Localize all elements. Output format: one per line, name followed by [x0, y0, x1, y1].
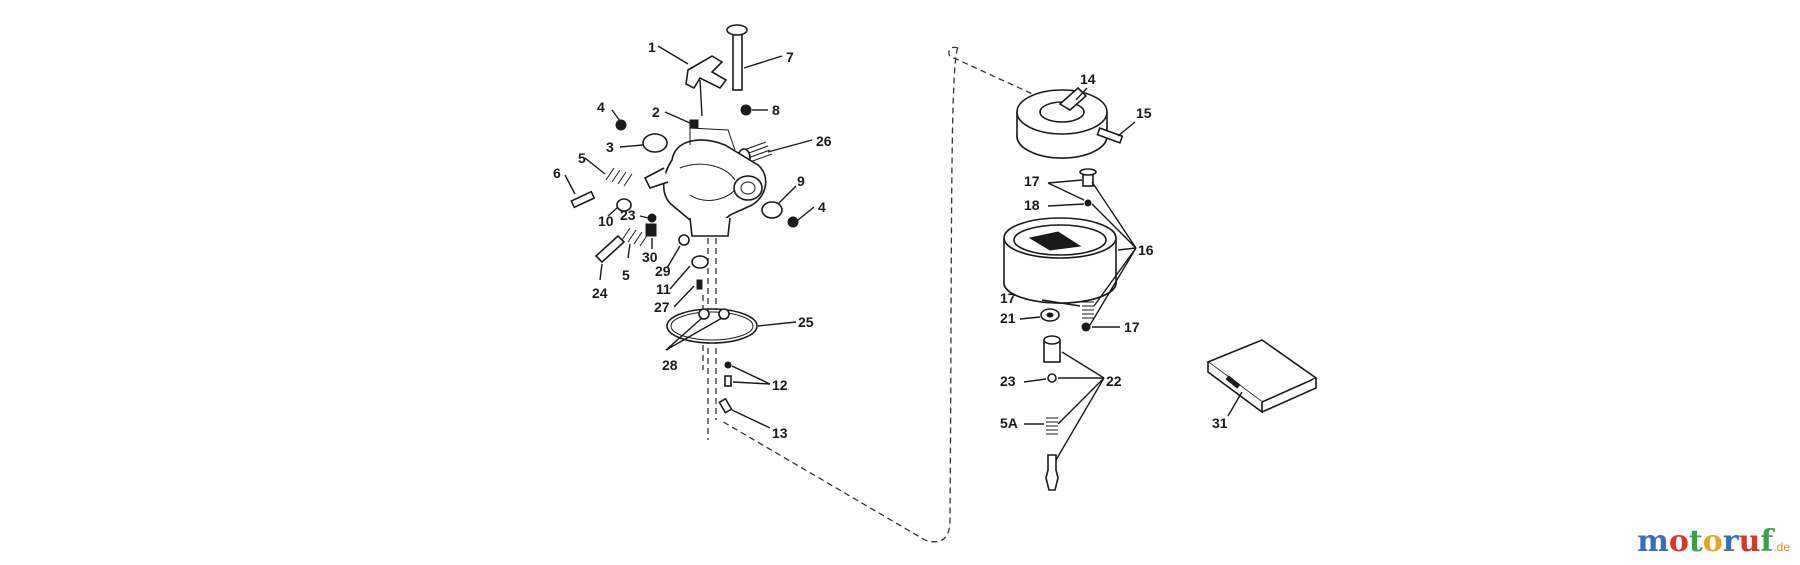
label-5-upper: 5 [578, 150, 586, 166]
brand-letter: f [1760, 524, 1774, 559]
label-24: 24 [592, 285, 608, 301]
part-pin-27 [696, 279, 703, 290]
label-22: 22 [1106, 373, 1122, 389]
label-21: 21 [1000, 310, 1016, 326]
labels-right: 14 15 17 18 16 21 17 17 23 22 5A [1000, 71, 1154, 431]
carburetor-body-assembly [570, 24, 799, 440]
label-13: 13 [772, 425, 788, 441]
part-needle-6 [570, 190, 596, 209]
part-bowl-gasket-25 [666, 308, 758, 344]
label-25: 25 [798, 314, 814, 330]
part-spring-17 [1082, 301, 1094, 319]
part-12-b [724, 375, 732, 387]
brand-letter: o [1702, 524, 1723, 559]
part-spring-5a [1046, 417, 1058, 435]
label-5a: 5A [1000, 415, 1018, 431]
label-17-mid: 17 [1000, 290, 1016, 306]
labels-left: 1 2 3 4 5 6 7 8 26 9 4 10 23 30 5 24 29 … [553, 39, 832, 441]
part-28-a [698, 308, 710, 320]
label-4-lower: 4 [818, 199, 826, 215]
part-spring-26 [743, 141, 773, 163]
brand-letter: r [1722, 524, 1739, 559]
label-31: 31 [1212, 415, 1228, 431]
brand-logo: motoruf.de [1637, 527, 1790, 557]
label-12: 12 [772, 377, 788, 393]
label-30: 30 [642, 249, 658, 265]
part-washer-10 [616, 198, 632, 212]
label-23-left: 23 [620, 207, 636, 223]
part-spring-2 [689, 119, 699, 129]
label-1: 1 [648, 39, 656, 55]
part-throttle-lever [685, 55, 728, 90]
leader-lines-left [564, 45, 815, 429]
brand-letter: m [1637, 524, 1669, 559]
label-14: 14 [1080, 71, 1096, 87]
brand-tld: .de [1773, 540, 1790, 554]
label-2: 2 [652, 104, 660, 120]
part-disc-9 [761, 201, 783, 219]
label-29: 29 [655, 263, 671, 279]
brand-letter: u [1738, 524, 1761, 559]
label-9: 9 [797, 173, 805, 189]
label-18: 18 [1024, 197, 1040, 213]
label-17-top: 17 [1024, 173, 1040, 189]
dashed-connector-line [719, 46, 1051, 543]
part-screw-8 [740, 104, 752, 116]
part-spring-5-lower [621, 227, 649, 247]
part-12-a [724, 361, 732, 369]
part-carburetor-body [662, 139, 767, 226]
brand-letter: o [1668, 524, 1689, 559]
label-23-right: 23 [1000, 373, 1016, 389]
part-oring-23-right [1047, 373, 1057, 383]
label-8: 8 [772, 102, 780, 118]
filter-pad-assembly: 31 [1206, 339, 1318, 431]
part-seal-23-left [647, 213, 657, 223]
label-10: 10 [598, 213, 614, 229]
label-17-lower: 17 [1124, 319, 1140, 335]
part-washer-18 [1084, 199, 1092, 207]
label-4-upper: 4 [597, 99, 605, 115]
part-screw-4-right [787, 216, 799, 228]
part-spring-30 [645, 223, 657, 237]
label-6: 6 [553, 165, 561, 181]
part-13 [718, 397, 733, 414]
label-7: 7 [786, 49, 794, 65]
label-11: 11 [656, 281, 671, 297]
part-disc-3 [642, 133, 668, 153]
label-16: 16 [1138, 242, 1154, 258]
part-28-b [718, 308, 730, 320]
label-27: 27 [654, 299, 670, 315]
label-5-lower: 5 [622, 267, 630, 283]
part-gasket-11 [691, 255, 709, 269]
label-28: 28 [662, 357, 678, 373]
part-nut-4-left [615, 119, 627, 131]
part-spring-5-upper [605, 167, 633, 187]
label-26: 26 [816, 133, 832, 149]
part-ring-29 [678, 234, 690, 246]
part-mixture-needle-24 [594, 234, 626, 264]
part-needle-22 [1045, 454, 1059, 491]
part-nut-17-lower [1081, 322, 1091, 332]
leader-lines-right [1019, 87, 1137, 461]
brand-letter: t [1688, 524, 1703, 559]
float-bowl-assembly [1003, 86, 1124, 491]
label-3: 3 [606, 139, 614, 155]
part-pin-15 [1096, 127, 1124, 144]
label-15: 15 [1136, 105, 1152, 121]
